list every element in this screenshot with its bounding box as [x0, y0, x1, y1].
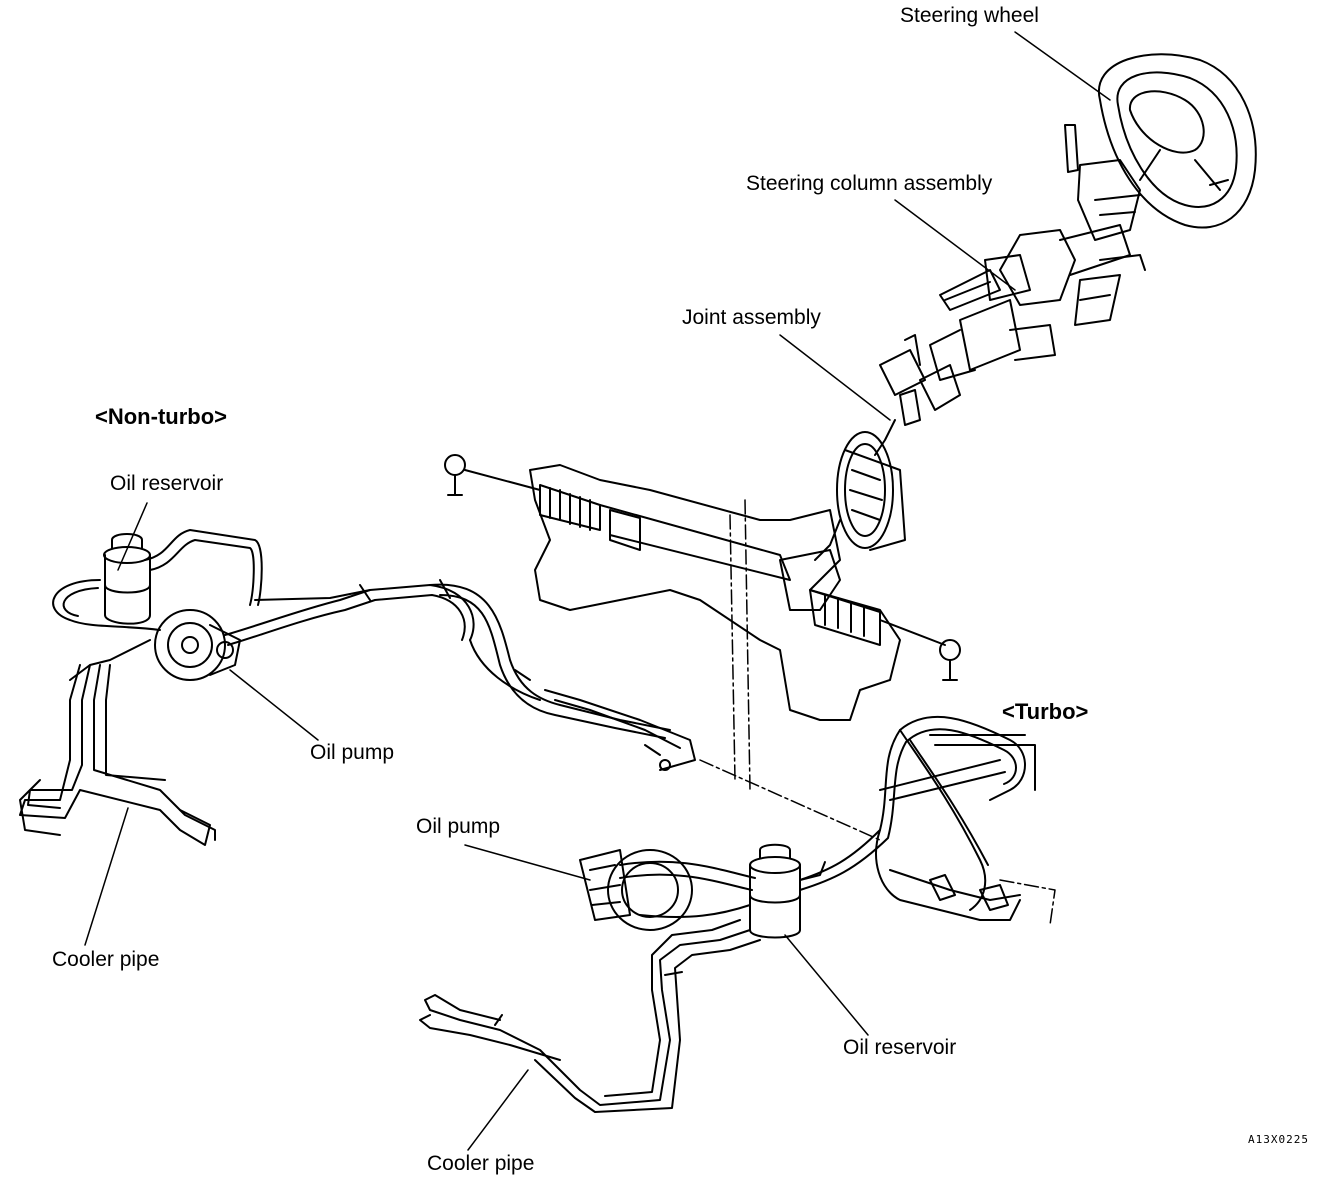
label-turbo-oil-pump: Oil pump [416, 815, 501, 838]
steering-gearbox [444, 454, 961, 721]
figure-code: A13X0225 [1248, 1133, 1309, 1146]
joint-assembly [814, 419, 906, 561]
label-non-turbo-oil-reservoir: Oil reservoir [110, 472, 224, 495]
label-steering-column: Steering column assembly [746, 172, 993, 195]
reference-lines [699, 499, 1056, 926]
heading-non-turbo: <Non-turbo> [95, 404, 227, 429]
non-turbo-system [19, 529, 696, 846]
label-turbo-cooler-pipe: Cooler pipe [427, 1152, 535, 1175]
label-turbo-oil-reservoir: Oil reservoir [843, 1036, 957, 1059]
turbo-system [419, 716, 1036, 1113]
label-non-turbo-oil-pump: Oil pump [310, 741, 395, 764]
steering-wheel [1097, 53, 1257, 229]
leader-lines [84, 31, 1111, 1151]
label-joint-assembly: Joint assembly [682, 306, 821, 329]
steering-column [879, 124, 1146, 426]
label-non-turbo-cooler-pipe: Cooler pipe [52, 948, 160, 971]
label-steering-wheel: Steering wheel [900, 4, 1039, 27]
heading-turbo: <Turbo> [1002, 699, 1089, 724]
